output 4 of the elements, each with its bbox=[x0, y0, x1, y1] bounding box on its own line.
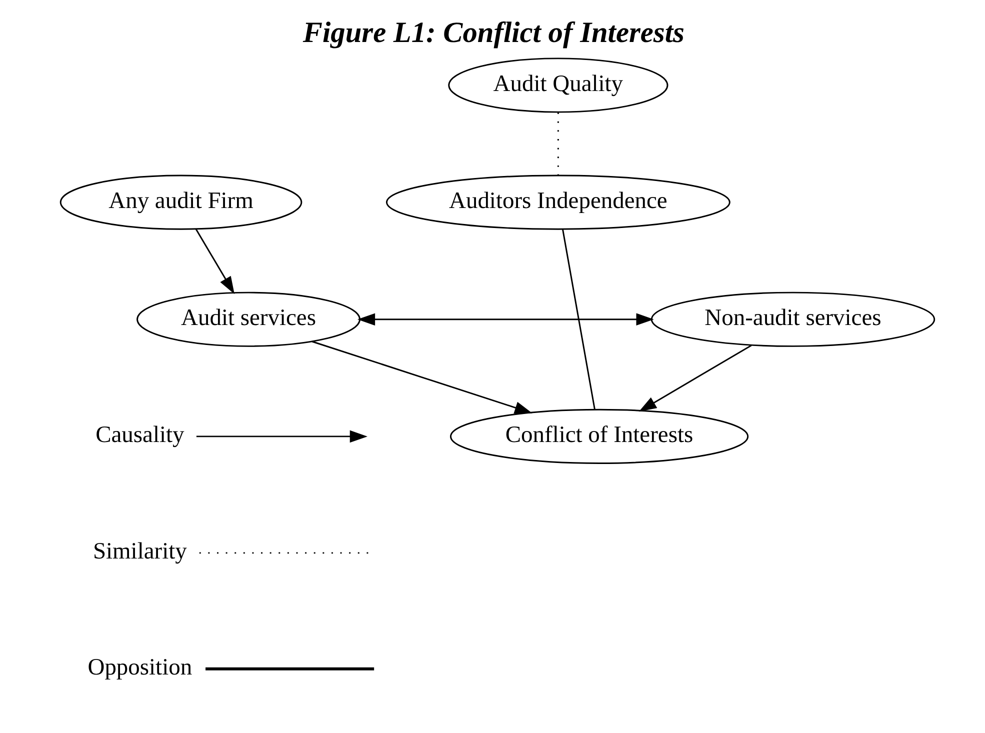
legend-label: Similarity bbox=[92, 538, 186, 565]
legend-label: Causality bbox=[95, 422, 184, 448]
legend-label: Opposition bbox=[87, 654, 192, 680]
diagram-title: Figure L1: Conflict of Interests bbox=[302, 17, 684, 50]
